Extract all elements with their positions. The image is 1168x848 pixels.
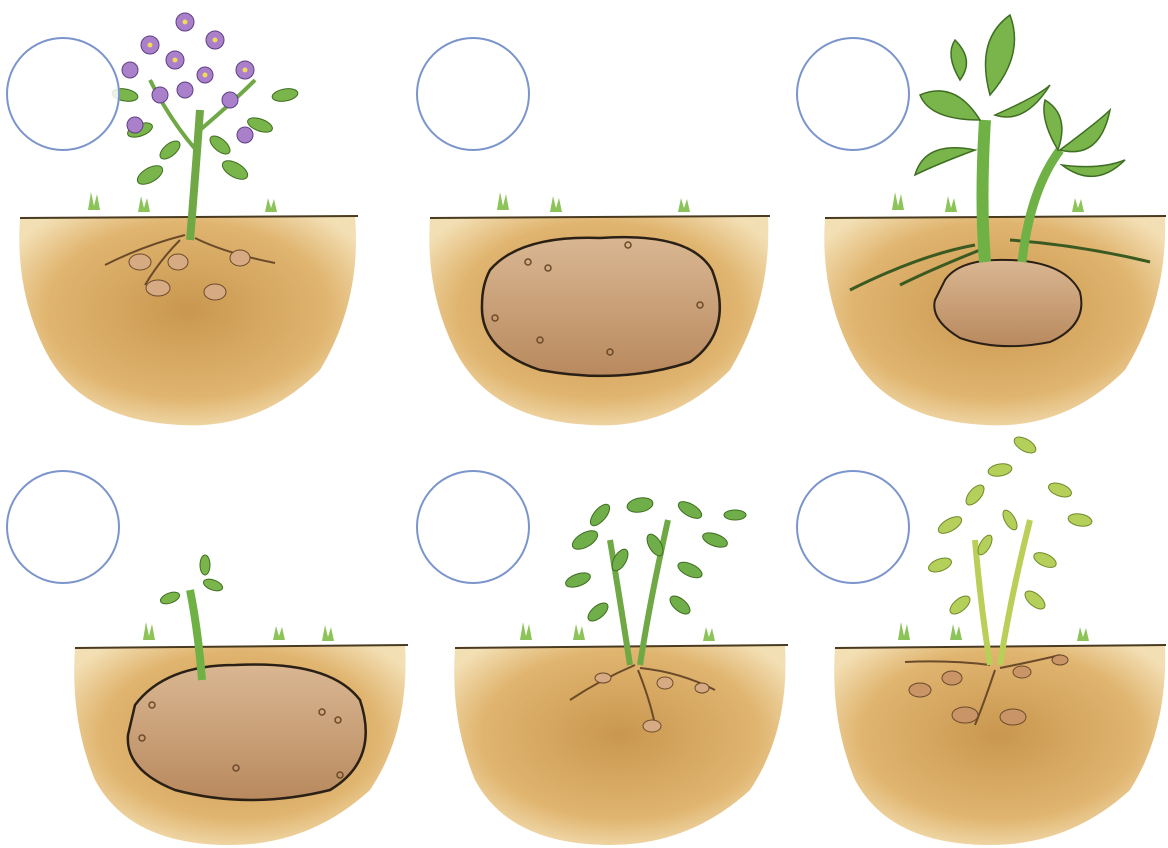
grass-tuft: [1072, 198, 1084, 212]
answer-circle-5[interactable]: [417, 471, 529, 583]
grass-tuft: [703, 627, 715, 641]
grass-tuft: [88, 192, 100, 210]
soil-mound: [454, 645, 785, 845]
grass-tuft: [945, 196, 957, 212]
tuber: [129, 254, 151, 270]
soil-mound: [19, 216, 356, 425]
grass-tuft: [678, 198, 690, 212]
grass-tuft: [273, 626, 285, 640]
grass-tuft: [950, 624, 962, 640]
soil-mound: [834, 645, 1165, 845]
seed-potato: [482, 237, 720, 376]
grass-tuft: [138, 196, 150, 212]
answer-circle-2[interactable]: [417, 38, 529, 150]
grass-tuft: [550, 196, 562, 212]
shoot: [983, 120, 986, 262]
grass-tuft: [497, 192, 509, 210]
answer-circle-1[interactable]: [7, 38, 119, 150]
leaves: [111, 87, 299, 188]
grass-tuft: [322, 625, 334, 641]
grass-tuft: [143, 622, 155, 640]
tuber: [230, 250, 250, 266]
flowers: [122, 13, 254, 143]
leaves: [915, 15, 1125, 176]
answer-circle-6[interactable]: [797, 471, 909, 583]
flower-centers: [148, 20, 248, 78]
grass-tuft: [1077, 627, 1089, 641]
answer-circle-4[interactable]: [7, 471, 119, 583]
panel-4: [74, 555, 408, 845]
grass-tuft: [898, 622, 910, 640]
grass-tuft: [892, 192, 904, 210]
grass-tuft: [573, 624, 585, 640]
answer-circle-3[interactable]: [797, 38, 909, 150]
grass-tuft: [520, 622, 532, 640]
tuber: [204, 284, 226, 300]
leaves: [564, 496, 746, 624]
leaves: [927, 434, 1093, 618]
tuber: [168, 254, 188, 270]
seed-potato: [128, 664, 366, 800]
seed-potato: [934, 260, 1081, 346]
panel-2: [429, 192, 770, 425]
tuber: [146, 280, 170, 296]
grass-tuft: [265, 198, 277, 212]
